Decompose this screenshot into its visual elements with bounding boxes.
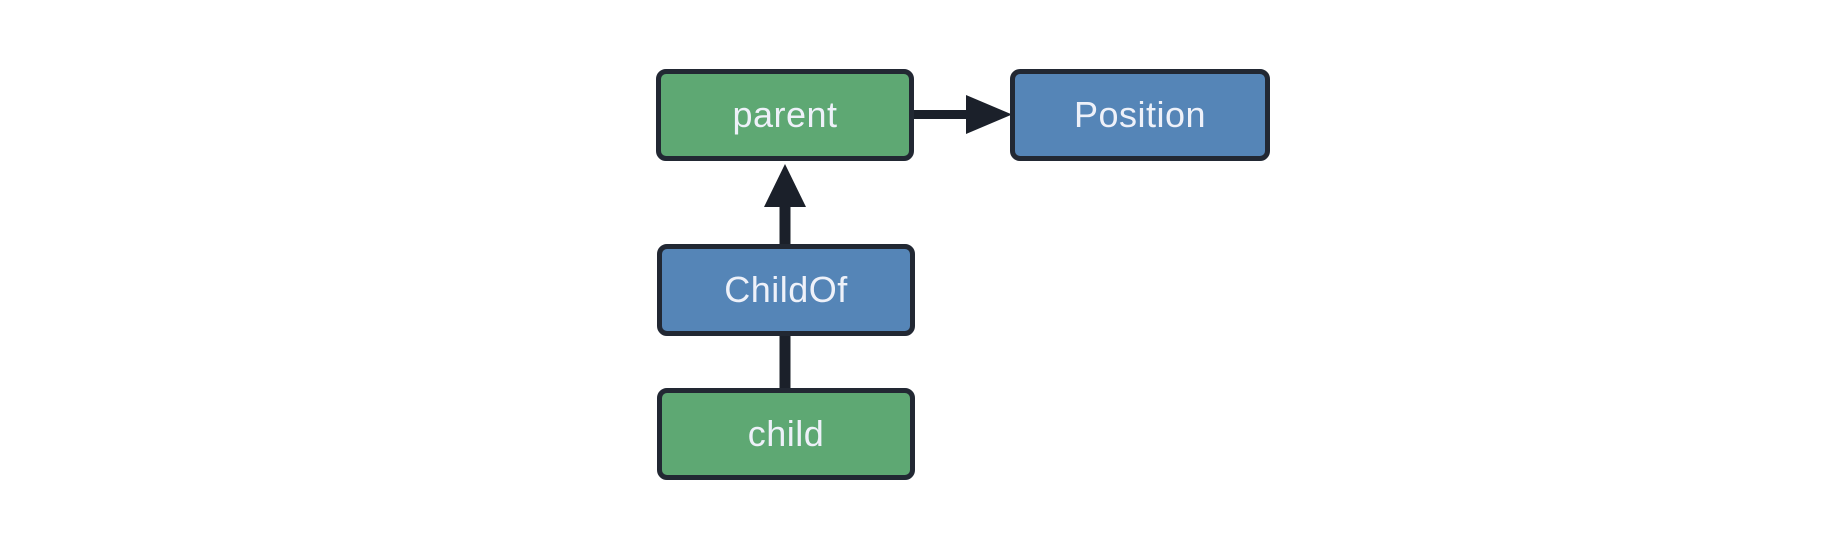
node-parent: parent <box>656 69 914 161</box>
node-parent-label: parent <box>732 94 838 135</box>
connector-line <box>779 334 791 391</box>
arrow-right-head-icon <box>966 95 1012 134</box>
edge-parent-to-position <box>912 95 1012 134</box>
node-childof-label: ChildOf <box>724 269 848 310</box>
node-position-label: Position <box>1073 94 1207 135</box>
edge-child-to-childof <box>779 334 791 391</box>
arrow-up-head-icon <box>764 164 806 207</box>
node-child: child <box>657 388 915 480</box>
node-childof: ChildOf <box>657 244 915 336</box>
arrow-shaft <box>779 205 791 247</box>
edge-childof-to-parent <box>764 164 806 247</box>
node-child-label: child <box>747 413 825 454</box>
arrow-shaft <box>912 110 968 119</box>
node-position: Position <box>1010 69 1270 161</box>
